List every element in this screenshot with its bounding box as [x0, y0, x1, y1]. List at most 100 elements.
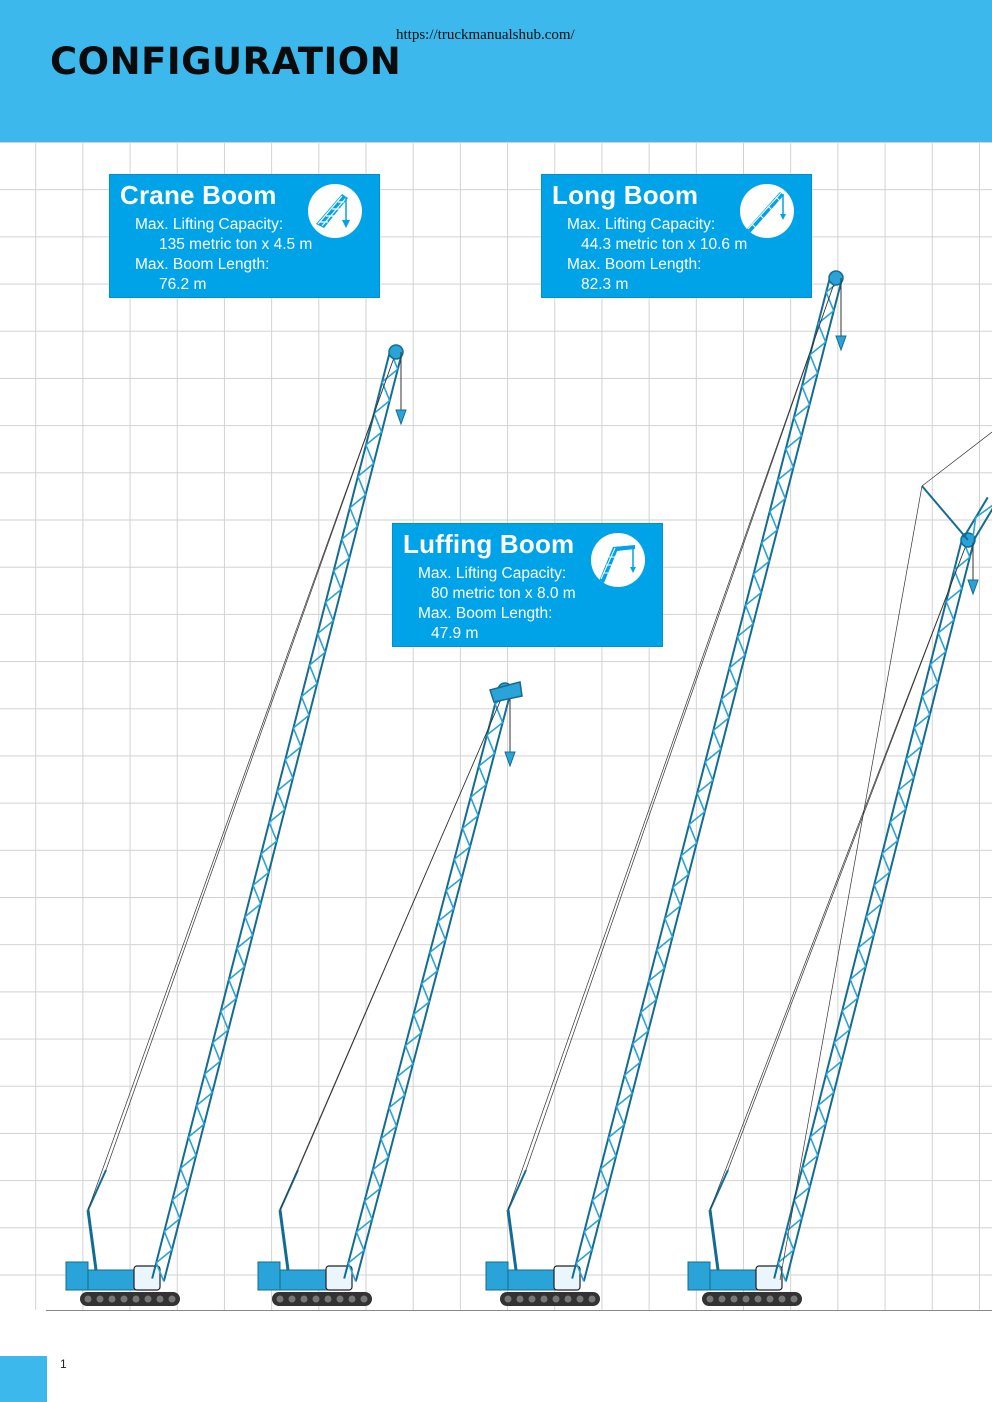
crane-capacity-value: 135 metric ton x 4.5 m — [159, 236, 313, 253]
luffing-length-label: Max. Boom Length: — [418, 605, 553, 622]
luffing-boom-machine-roller-1 — [288, 1295, 296, 1303]
luffing-strut — [921, 485, 969, 541]
long-boom-machine-mast — [506, 1209, 518, 1271]
luffing-boom-box: Luffing Boom Max. Lifting Capacity: 80 m… — [392, 523, 663, 647]
long-length-label: Max. Boom Length: — [567, 256, 702, 273]
crane-boom-machine-pendant-2 — [105, 351, 397, 1171]
crane-layer — [65, 270, 992, 1306]
crane-boom-machine-boom-chord-a — [162, 353, 403, 1282]
luffing-boom-machine-boom-lacing — [347, 690, 512, 1282]
luffing-boom-machine-roller-4 — [324, 1295, 332, 1303]
crane-boom-machine-mast — [86, 1209, 98, 1271]
luffing-boom-machine-roller-7 — [360, 1295, 368, 1303]
luffing-jib-machine-roller-6 — [778, 1295, 786, 1303]
crane-boom-machine-roller-2 — [108, 1295, 116, 1303]
crane-illustrations — [65, 270, 992, 1306]
long-boom-machine-roller-5 — [564, 1295, 572, 1303]
luffing-jib-machine-pendant — [709, 539, 969, 1211]
luffing-jib-machine-roller-1 — [718, 1295, 726, 1303]
long-boom-machine-roller-2 — [528, 1295, 536, 1303]
crane-boom-machine-hook — [395, 409, 407, 426]
page-number: 1 — [60, 1357, 67, 1371]
crane-boom-machine-cab — [133, 1265, 161, 1291]
crane-boom-machine-roller-1 — [96, 1295, 104, 1303]
long-boom-machine-boom-lacing — [575, 278, 843, 1282]
long-boom-machine-crawler — [500, 1292, 600, 1306]
long-boom-machine-roller-4 — [552, 1295, 560, 1303]
crane-boom-machine-counterweight — [65, 1261, 89, 1291]
luffing-boom-machine-cab — [325, 1265, 353, 1291]
crane-boom-machine-gantry — [87, 1169, 107, 1211]
luffing-boom-machine-counterweight — [257, 1261, 281, 1291]
luffing-capacity-value: 80 metric ton x 8.0 m — [431, 585, 576, 602]
long-boom-machine-boom-chord-b — [571, 276, 832, 1279]
luffing-jib-machine-roller-0 — [706, 1295, 714, 1303]
luffing-back-stay — [779, 485, 923, 1281]
crane-boom-machine-crawler — [80, 1292, 180, 1306]
luffing-jib-machine-boom-lacing — [777, 538, 971, 1282]
crane-boom-machine-roller-5 — [144, 1295, 152, 1303]
crane-boom-title: Crane Boom — [120, 180, 277, 210]
crane-capacity-label: Max. Lifting Capacity: — [135, 216, 284, 233]
long-capacity-value: 44.3 metric ton x 10.6 m — [581, 236, 748, 253]
long-boom-machine-roller-3 — [540, 1295, 548, 1303]
luffing-capacity-label: Max. Lifting Capacity: — [418, 565, 567, 582]
long-boom-machine-sheave — [828, 270, 844, 286]
page-title: CONFIGURATION — [50, 40, 402, 83]
bottom-margin — [0, 1311, 992, 1402]
luffing-boom-machine-pendant-2 — [297, 689, 506, 1171]
header-band: https://truckmanualshub.com/ CONFIGURATI… — [0, 0, 992, 142]
luffing-boom-icon — [591, 533, 645, 587]
crane-length-label: Max. Boom Length: — [135, 256, 270, 273]
luffing-length-value: 47.9 m — [431, 625, 479, 642]
luffing-boom-machine-mast — [278, 1209, 290, 1271]
long-boom-machine-hook — [835, 335, 847, 352]
luffing-jib-machine-crawler — [702, 1292, 802, 1306]
source-url[interactable]: https://truckmanualshub.com/ — [396, 27, 575, 43]
crane-length-value: 76.2 m — [159, 276, 207, 293]
luffing-jib-chord-a — [971, 507, 992, 544]
long-boom-machine-pendant — [507, 277, 837, 1211]
long-boom-machine-cab — [553, 1265, 581, 1291]
luffing-jib-machine-roller-2 — [730, 1295, 738, 1303]
ground-line — [46, 1310, 992, 1311]
long-boom-machine-roller-6 — [576, 1295, 584, 1303]
luffing-jib-machine-roller-4 — [754, 1295, 762, 1303]
long-boom-machine-counterweight — [485, 1261, 509, 1291]
luffing-jib-machine-cab — [755, 1265, 783, 1291]
luffing-jib-machine-pendant-2 — [727, 539, 969, 1171]
luffing-jib-machine-boom-chord-a — [784, 541, 975, 1282]
crane-boom-icon — [308, 184, 362, 238]
crane-boom-machine-roller-4 — [132, 1295, 140, 1303]
luffing-jib-lacing — [971, 504, 992, 543]
long-boom-machine-gantry — [507, 1169, 527, 1211]
luffing-jib-machine-gantry — [709, 1169, 729, 1211]
luffing-boom-machine-boom-chord-a — [354, 691, 512, 1282]
long-boom-machine-roller-7 — [588, 1295, 596, 1303]
luffing-jib-machine-mast — [708, 1209, 720, 1271]
luffing-boom-machine-roller-3 — [312, 1295, 320, 1303]
luffing-head — [489, 681, 523, 703]
crane-boom-machine-roller-0 — [84, 1295, 92, 1303]
crane-boom-box: Crane Boom Max. Lifting Capacity: 135 me… — [109, 174, 380, 298]
crane-boom-machine-pendant — [87, 351, 397, 1211]
luffing-jib-machine-boom-chord-b — [773, 538, 964, 1279]
luffing-boom-machine-roller-2 — [300, 1295, 308, 1303]
luffing-boom-machine-roller-6 — [348, 1295, 356, 1303]
crane-boom-machine-sheave — [388, 344, 404, 360]
crane-boom-machine-roller-7 — [168, 1295, 176, 1303]
luffing-boom-machine-crawler — [272, 1292, 372, 1306]
long-boom-box: Long Boom Max. Lifting Capacity: 44.3 me… — [541, 174, 812, 298]
long-capacity-label: Max. Lifting Capacity: — [567, 216, 716, 233]
luffing-boom-title: Luffing Boom — [403, 529, 575, 559]
luffing-jib-machine-counterweight — [687, 1261, 711, 1291]
luffing-boom-machine-roller-5 — [336, 1295, 344, 1303]
page-tab — [0, 1356, 47, 1402]
long-boom-machine-pendant-2 — [525, 277, 837, 1171]
luffing-boom-machine-roller-0 — [276, 1295, 284, 1303]
crane-boom-machine-roller-6 — [156, 1295, 164, 1303]
crane-boom-machine-roller-3 — [120, 1295, 128, 1303]
long-boom-title: Long Boom — [552, 180, 699, 210]
luffing-jib-pendant — [921, 431, 992, 487]
crane-boom-machine-boom-chord-b — [151, 350, 392, 1279]
